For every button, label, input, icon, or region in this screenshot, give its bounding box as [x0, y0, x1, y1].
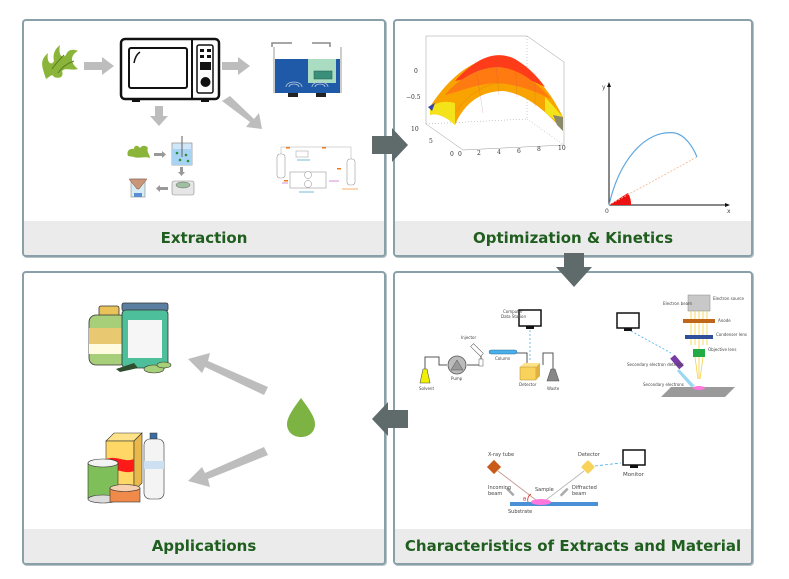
hplc-label: Detector: [519, 382, 537, 387]
xrd-label: Sample: [535, 487, 554, 493]
sem-label: Objective lens: [708, 347, 736, 352]
xrd-diagram: X-ray tube Detector Monitor Incoming bea…: [486, 449, 646, 515]
y-tick-label: 10: [411, 126, 419, 133]
x-tick-label: 6: [517, 148, 521, 155]
ultrasonic-bath-icon: [271, 42, 342, 97]
panel-title: Applications: [151, 537, 257, 555]
arrow-icon: [188, 447, 268, 487]
arrow-icon: [222, 57, 250, 75]
panel-title: Characteristics of Extracts and Material: [404, 537, 742, 555]
seaweed-icon: [42, 45, 78, 79]
sem-label: Anode: [718, 318, 731, 323]
x-tick-label: 8: [537, 146, 541, 153]
sem-label: Electron beam: [663, 301, 692, 306]
food-products-icon: [87, 432, 165, 504]
flow-arrow-left-icon: [372, 402, 408, 436]
hplc-label: Computer: [503, 309, 523, 314]
origin-label: 0: [605, 208, 609, 215]
flow-arrow-right-icon: [372, 128, 408, 162]
xrd-label: Monitor: [623, 472, 645, 478]
x-tick-label: 10: [558, 145, 566, 152]
x-tick-label: 0: [458, 151, 462, 158]
microwave-icon: [119, 37, 221, 102]
x-tick-label: 2: [477, 150, 481, 157]
response-surface-plot: 0 −0.5 10 5 0 0 2 4 6 8 10: [406, 35, 566, 158]
xrd-label: beam: [572, 491, 586, 497]
extraction-title-bar: Extraction: [24, 221, 384, 255]
hplc-label: Injector: [461, 335, 477, 340]
hplc-label: Waste: [547, 386, 560, 391]
applications-illustration: [87, 302, 315, 504]
x-axis-label: x: [727, 208, 731, 215]
panel-title: Optimization & Kinetics: [473, 229, 673, 247]
xrd-label: Detector: [578, 452, 601, 458]
hplc-label: Solvent: [419, 386, 434, 391]
y-tick-label: 0: [450, 151, 454, 158]
extraction-panel: Extraction: [22, 19, 386, 257]
x-tick-label: 4: [497, 149, 501, 156]
maceration-process-icon: [127, 136, 195, 198]
characteristics-panel: Computer Data Station Injector Column Pu…: [393, 271, 753, 565]
xrd-label: Incoming: [488, 485, 511, 491]
xrd-label: θ: [523, 497, 526, 503]
xrd-label: Diffracted: [572, 485, 597, 491]
z-tick-label: −0.5: [406, 94, 421, 101]
sem-label: Electron source: [713, 296, 745, 301]
optimization-title-bar: Optimization & Kinetics: [395, 221, 751, 255]
extract-drop-icon: [287, 398, 315, 437]
arrow-icon: [150, 106, 168, 126]
sem-label: Secondary electron detector: [627, 362, 684, 367]
hplc-label: Data Station: [501, 314, 527, 319]
arrow-icon: [188, 353, 268, 395]
arrow-icon: [84, 57, 114, 75]
characteristics-title-bar: Characteristics of Extracts and Material: [395, 529, 751, 563]
optimization-kinetics-panel: 0 −0.5 10 5 0 0 2 4 6 8 10 y x 0 Optimiz…: [393, 19, 753, 257]
optimization-illustration: 0 −0.5 10 5 0 0 2 4 6 8 10 y x 0: [406, 35, 731, 215]
applications-title-bar: Applications: [24, 529, 384, 563]
sem-diagram: Electron source Electron beam Anode Cond…: [616, 294, 747, 397]
flow-arrow-down-icon: [556, 253, 592, 287]
z-tick-label: 0: [414, 68, 418, 75]
sem-label: Condenser lens: [716, 332, 747, 337]
sem-label: Secondary electrons: [643, 382, 684, 387]
supplement-bottles-icon: [88, 302, 172, 374]
characterization-illustration: Computer Data Station Injector Column Pu…: [419, 294, 747, 515]
panel-title: Extraction: [160, 229, 248, 247]
extraction-illustration: [42, 37, 358, 198]
arrow-icon: [222, 96, 262, 129]
hplc-label: Pump: [451, 376, 463, 381]
y-axis-label: y: [602, 84, 606, 91]
y-tick-label: 5: [429, 138, 433, 145]
xrd-label: beam: [488, 491, 502, 497]
supercritical-extraction-schematic: [276, 146, 358, 193]
kinetics-trajectory-plot: y x 0: [602, 82, 731, 215]
xrd-label: X-ray tube: [488, 452, 514, 458]
hplc-diagram: Computer Data Station Injector Column Pu…: [419, 309, 560, 391]
xrd-label: Substrate: [508, 509, 532, 515]
hplc-label: Column: [495, 356, 511, 361]
applications-panel: Applications: [22, 271, 386, 565]
